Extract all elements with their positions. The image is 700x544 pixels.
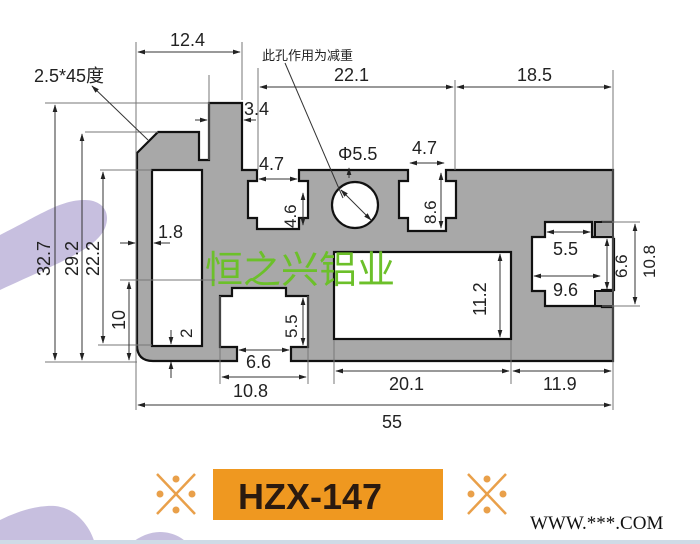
hole-diameter-label: Φ5.5 (338, 144, 377, 164)
model-badge (213, 469, 443, 520)
dim-4-7-mid: 4.7 (412, 138, 437, 158)
dim-10-8-bottom: 10.8 (233, 381, 268, 401)
dim-12-4: 12.4 (170, 30, 205, 50)
ornament-right-icon (467, 473, 507, 515)
dim-4-6: 4.6 (281, 204, 300, 228)
dim-5-5-bottom: 5.5 (282, 314, 301, 338)
dim-6-6-right: 6.6 (612, 254, 631, 278)
dim-20-1: 20.1 (389, 374, 424, 394)
dim-2: 2 (177, 329, 196, 338)
dimension-lines (52, 49, 638, 408)
website-label: WWW.***.COM (530, 513, 663, 534)
dim-18-5: 18.5 (517, 65, 552, 85)
chamfer-label: 2.5*45度 (34, 66, 104, 86)
extension-lines (45, 42, 640, 410)
dim-10-8-right: 10.8 (640, 245, 659, 278)
dim-6-6-bottom: 6.6 (246, 352, 271, 372)
ornament-left-icon (156, 473, 196, 515)
dim-1-8: 1.8 (158, 222, 183, 242)
dim-29-2: 29.2 (62, 241, 82, 276)
dim-4-7-left: 4.7 (259, 154, 284, 174)
dim-9-6: 9.6 (553, 280, 578, 300)
dim-11-9: 11.9 (543, 374, 577, 394)
dim-10: 10 (109, 310, 129, 330)
model-label: HZX-147 (238, 476, 382, 517)
dim-5-5-right: 5.5 (553, 239, 578, 259)
dim-55-overall: 55 (382, 412, 402, 432)
dim-11-2: 11.2 (470, 282, 490, 316)
dim-3-4: 3.4 (244, 99, 269, 119)
dim-8-6: 8.6 (421, 200, 440, 224)
dim-22-1: 22.1 (334, 65, 369, 85)
watermark-text: 恒之兴铝业 (205, 248, 395, 292)
weight-reduction-note: 此孔作用为减重 (262, 48, 353, 64)
dimension-labels: 12.4 22.1 18.5 2.5*45度 此孔作用为减重 3.4 4.7 4… (34, 30, 659, 432)
dim-22-2: 22.2 (83, 241, 103, 276)
dim-32-7: 32.7 (34, 241, 54, 276)
